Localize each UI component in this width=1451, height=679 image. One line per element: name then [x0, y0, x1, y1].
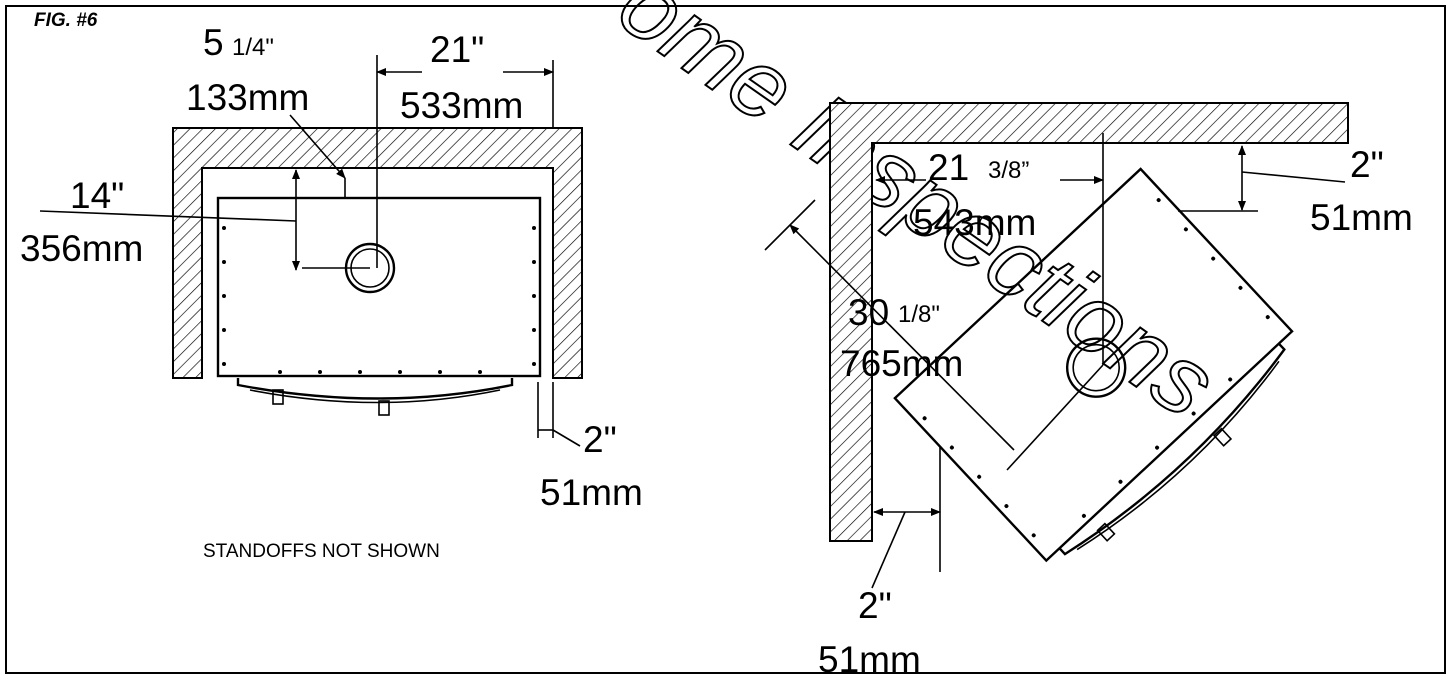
- depth-leader: [39, 210, 297, 222]
- side-clear-mm: 51mm: [540, 472, 643, 513]
- width-inches: 21": [430, 29, 484, 70]
- right-side-clear-mm: 51mm: [818, 639, 921, 679]
- leg-right: [378, 400, 390, 416]
- flue-offset-leader: [289, 114, 346, 179]
- left-alcove-drawing: 21" 533mm 5 1/4" 133mm 14" 356mm 2" 51mm…: [20, 22, 643, 562]
- diagonal-fraction: 1/8": [898, 301, 940, 328]
- flue-offset-fraction: 1/4": [232, 34, 274, 61]
- depth-inches: 14": [70, 175, 124, 216]
- back-clear-mm: 51mm: [1310, 197, 1413, 238]
- wall-to-flue-inches: 21: [928, 147, 969, 188]
- figure-frame: [5, 5, 1446, 674]
- wall-to-flue-mm: 543mm: [913, 202, 1036, 243]
- side-clear-leader-right: [871, 511, 906, 589]
- right-side-clear-inches: 2": [858, 585, 892, 626]
- corner-wall: [829, 102, 1349, 542]
- back-clear-inches: 2": [1350, 144, 1384, 185]
- diagonal-inches: 30: [848, 292, 889, 333]
- flue-offset-inches: 5: [203, 22, 224, 63]
- depth-mm: 356mm: [20, 228, 143, 269]
- fireplace-unit: [216, 196, 542, 378]
- flue-offset-mm: 133mm: [186, 77, 309, 118]
- figure-label: FIG. #6: [34, 10, 98, 31]
- alcove-wall: [172, 127, 583, 379]
- leg-left: [272, 389, 284, 405]
- fireplace-front: [236, 378, 514, 400]
- standoffs-note: STANDOFFS NOT SHOWN: [203, 541, 440, 562]
- diagonal-mm: 765mm: [840, 343, 963, 384]
- wall-to-flue-fraction: 3/8”: [988, 157, 1029, 184]
- right-corner-drawing: 21 3/8” 543mm 2" 51mm 30 1/8" 765mm 2" 5…: [764, 102, 1413, 679]
- side-clear-leader: [552, 429, 581, 447]
- back-clear-leader: [1241, 171, 1346, 183]
- fireplace-unit-rotated: [893, 167, 1294, 563]
- side-clear-inches: 2": [583, 419, 617, 460]
- diagonal-dim-line: [789, 224, 1015, 451]
- width-mm: 533mm: [400, 85, 523, 126]
